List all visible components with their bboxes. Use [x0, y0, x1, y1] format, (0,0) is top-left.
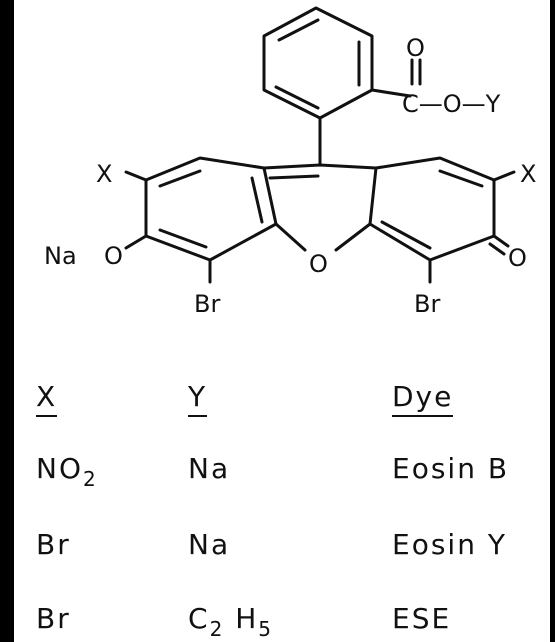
diagram-panel [14, 0, 550, 642]
dye-table: X Y Dye NO2 Na Eosin B Br Na Eosin Y Br … [14, 370, 550, 642]
left-ring [144, 156, 278, 262]
o-left-bond [124, 234, 148, 250]
benzoate-ring [262, 6, 374, 120]
carbonyl-oxygen-label: O [406, 34, 425, 62]
sodium-label: Na [44, 242, 77, 270]
keto-oxygen-label: O [508, 244, 527, 272]
aromatic-double-bond [277, 18, 320, 42]
row-3-y: C2 H5 [188, 602, 273, 641]
x-left-label: X [96, 160, 112, 188]
row-3-x: Br [36, 602, 71, 635]
ring-double-bond [380, 220, 432, 250]
aromatic-double-bond [158, 169, 202, 188]
eosin-structure-diagram: O C—O—Y X X Na O O O Br Br [44, 6, 536, 318]
ester-bond [370, 88, 412, 98]
x-right-bond [492, 170, 516, 182]
x-right-label: X [520, 160, 536, 188]
aromatic-double-bond [250, 176, 264, 224]
row-1-x: NO2 [36, 452, 98, 491]
ester-label: C—O—Y [402, 90, 501, 118]
row-1-y: Na [188, 452, 231, 485]
aromatic-double-bond [158, 228, 208, 249]
header-y: Y [188, 380, 208, 417]
benzene-ring-outline [262, 6, 374, 120]
header-x: X [36, 380, 58, 417]
row-2-x: Br [36, 528, 71, 561]
ring-oxygen-bond [274, 222, 307, 252]
central-ring-top [262, 163, 378, 170]
br-right-label: Br [414, 290, 440, 318]
keto-bond [488, 242, 506, 256]
ring-double-bond [438, 169, 484, 188]
br-left-label: Br [194, 290, 220, 318]
row-2-y: Na [188, 528, 231, 561]
xanthene-core [144, 156, 496, 262]
aromatic-double-bond [274, 85, 320, 110]
keto-bond [492, 234, 510, 248]
row-1-dye: Eosin B [392, 452, 510, 485]
o-left-label: O [104, 242, 123, 270]
ring-oxygen-bond [334, 222, 372, 252]
row-2-dye: Eosin Y [392, 528, 507, 561]
ring-oxygen-label: O [309, 250, 328, 278]
x-left-bond [124, 170, 148, 182]
right-ring [368, 156, 496, 262]
central-double-bond [268, 174, 320, 180]
row-3-dye: ESE [392, 602, 452, 635]
header-dye: Dye [392, 380, 454, 417]
